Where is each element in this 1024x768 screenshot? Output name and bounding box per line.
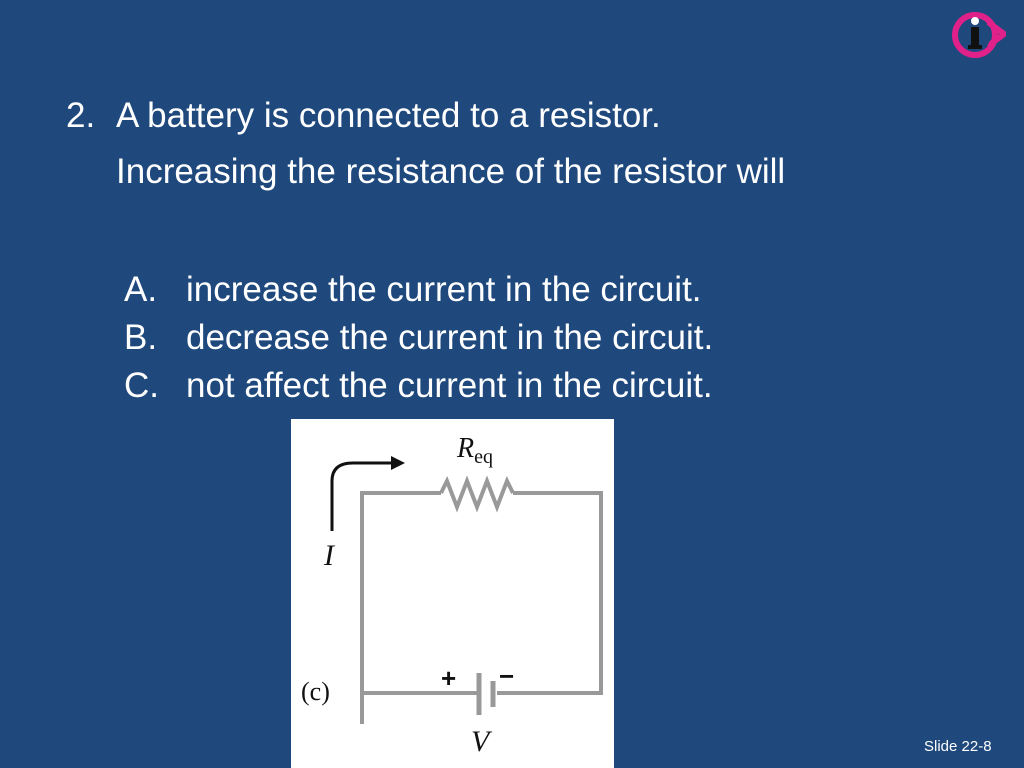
voltage-label: V xyxy=(471,725,493,758)
choice-letter: A. xyxy=(124,270,158,309)
logo-icon xyxy=(948,8,1007,60)
panel-label: (c) xyxy=(301,677,330,706)
minus-sign: − xyxy=(499,661,514,691)
wire-top-left xyxy=(360,491,441,724)
question-number: 2. xyxy=(66,96,96,135)
choice-text: decrease the current in the circuit. xyxy=(186,318,714,357)
resistor-icon xyxy=(439,475,515,513)
question-line-1: A battery is connected to a resistor. xyxy=(116,96,661,135)
resistor-label: Req xyxy=(456,433,493,468)
wire-bottom-left xyxy=(360,691,479,695)
slide-number: Slide 22-8 xyxy=(924,738,992,755)
choice-b[interactable]: B. decrease the current in the circuit. xyxy=(124,314,924,362)
choice-letter: C. xyxy=(124,366,159,405)
plus-sign: + xyxy=(441,663,456,693)
wire-right xyxy=(497,491,603,695)
current-arrow-icon xyxy=(330,461,393,531)
current-label: I xyxy=(323,539,336,572)
choice-c[interactable]: C. not affect the current in the circuit… xyxy=(124,362,924,410)
choice-letter: B. xyxy=(124,318,158,357)
choice-text: increase the current in the circuit. xyxy=(186,270,702,309)
choice-text: not affect the current in the circuit. xyxy=(186,366,713,405)
question-line-2: Increasing the resistance of the resisto… xyxy=(116,152,786,191)
answer-choices: A. increase the current in the circuit. … xyxy=(124,266,924,410)
circuit-diagram: Req I (c) + − V xyxy=(291,419,614,768)
choice-a[interactable]: A. increase the current in the circuit. xyxy=(124,266,924,314)
question-text: A battery is connected to a resistor. In… xyxy=(116,88,956,200)
